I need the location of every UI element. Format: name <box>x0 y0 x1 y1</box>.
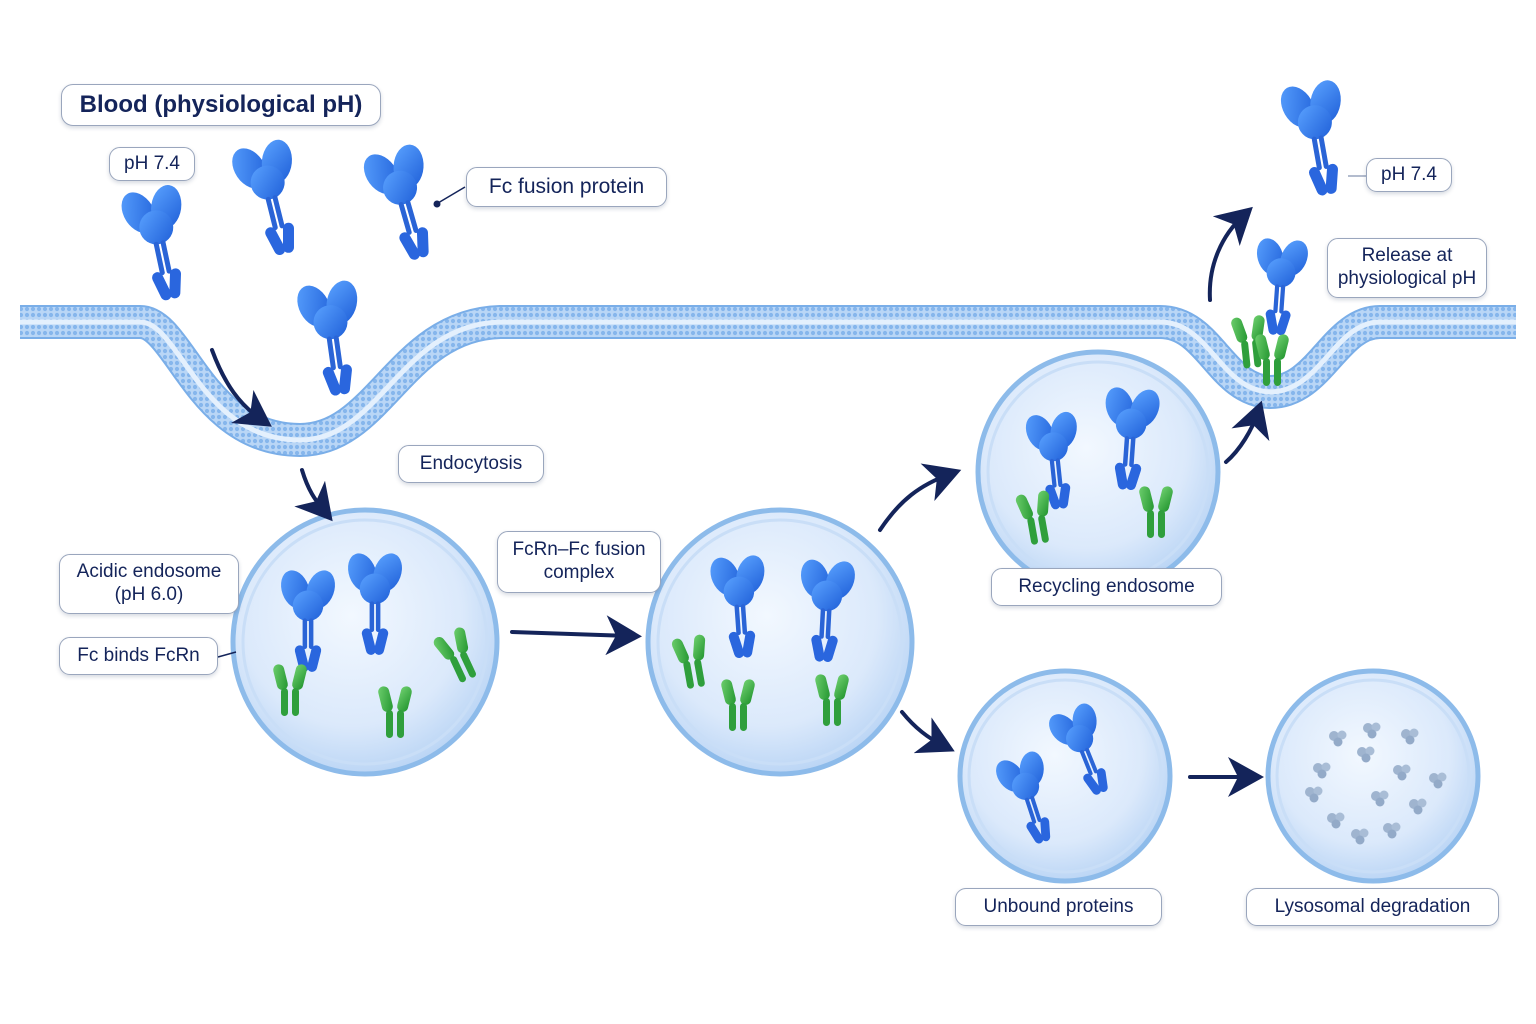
unbound-proteins-vesicle <box>957 668 1173 884</box>
lysosome-vesicle <box>1265 668 1481 884</box>
arrow-into-pit <box>210 348 272 427</box>
flow-arrows <box>210 206 1270 797</box>
blood-compartment-label: Blood (physiological pH) <box>61 84 381 126</box>
ph-7-4-right-label: pH 7.4 <box>1366 158 1452 192</box>
fc-fusion-protein-icon <box>289 273 377 401</box>
lysosomal-degradation-label: Lysosomal degradation <box>1246 888 1499 926</box>
sorting-endosome-vesicle <box>645 507 915 777</box>
cell-membrane <box>20 305 1516 457</box>
fc-fusion-protein-icon <box>222 131 321 264</box>
endocytosis-label: Endocytosis <box>398 445 544 483</box>
fc-fusion-protein-label: Fc fusion protein <box>466 167 667 207</box>
fc-binds-fcrn-label: Fc binds FcRn <box>59 637 218 675</box>
fc-fusion-protein-icon <box>1272 72 1363 202</box>
fc-fusion-protein-icon <box>112 177 207 308</box>
arrow-to-endosome <box>294 468 333 522</box>
leader-line <box>217 651 237 658</box>
arrow-to-complex <box>510 615 642 656</box>
leader-line <box>433 186 466 208</box>
recycling-endosome-label: Recycling endosome <box>991 568 1222 606</box>
fcrn-fc-complex-label: FcRn–Fc fusion complex <box>497 531 661 593</box>
acidic-endosome-label: Acidic endosome (pH 6.0) <box>59 554 239 614</box>
recycling-endosome-vesicle <box>975 349 1221 595</box>
arrow-release <box>1207 206 1253 302</box>
unbound-proteins-label: Unbound proteins <box>955 888 1162 926</box>
arrow-to-unbound <box>900 710 955 754</box>
release-label: Release at physiological pH <box>1327 238 1487 298</box>
arrow-to-recycling <box>878 463 962 532</box>
arrow-to-membrane <box>1224 400 1270 464</box>
ph-7-4-label: pH 7.4 <box>109 147 195 181</box>
